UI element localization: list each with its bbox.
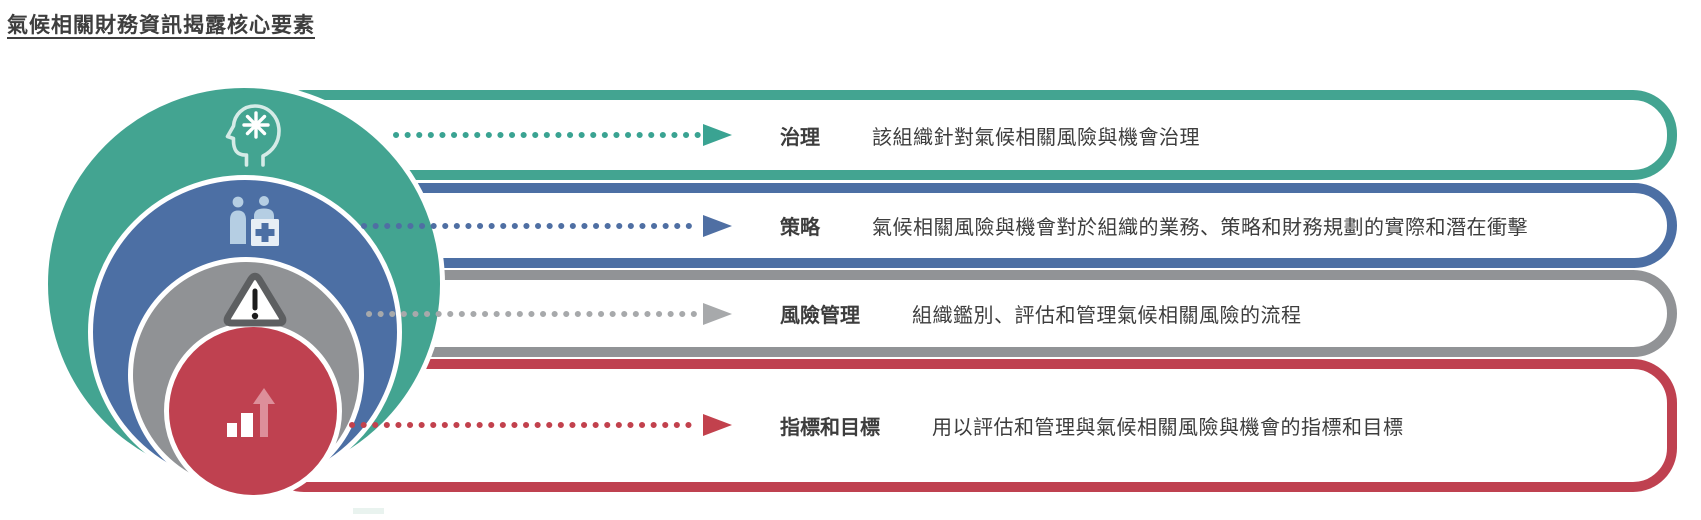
risk-management-pill: 風險管理 組織鑑別、評估和管理氣候相關風險的流程 bbox=[260, 270, 1677, 357]
strategy-label: 策略 bbox=[780, 217, 820, 239]
head-idea-icon bbox=[225, 104, 281, 167]
strategy-dotted-arrow bbox=[361, 215, 732, 237]
risk-management-description: 組織鑑別、評估和管理氣候相關風險的流程 bbox=[912, 305, 1302, 327]
people-medical-icon bbox=[230, 196, 279, 246]
cutoff-graphic-fragment bbox=[353, 508, 384, 514]
warning-triangle-icon bbox=[223, 272, 287, 327]
governance-label: 治理 bbox=[780, 126, 820, 149]
metrics-targets-pill: 指標和目標 用以評估和管理與氣候相關風險與機會的指標和目標 bbox=[260, 359, 1677, 492]
bar-chart-up-arrow-icon bbox=[227, 388, 275, 437]
strategy-pill: 策略 氣候相關風險與機會對於組織的業務、策略和財務規劃的實際和潛在衝擊 bbox=[260, 183, 1677, 268]
strategy-description: 氣候相關風險與機會對於組織的業務、策略和財務規劃的實際和潛在衝擊 bbox=[872, 217, 1528, 239]
governance-dotted-arrow bbox=[393, 124, 732, 146]
governance-description: 該組織針對氣候相關風險與機會治理 bbox=[872, 126, 1200, 149]
governance-pill: 治理 該組織針對氣候相關風險與機會治理 bbox=[260, 90, 1677, 180]
metrics-targets-label: 指標和目標 bbox=[780, 417, 880, 439]
metrics-targets-dotted-arrow bbox=[349, 414, 732, 436]
risk-management-label: 風險管理 bbox=[780, 305, 860, 327]
metrics-targets-description: 用以評估和管理與氣候相關風險與機會的指標和目標 bbox=[932, 417, 1404, 439]
risk-management-dotted-arrow bbox=[366, 303, 732, 325]
page-title: 氣候相關財務資訊揭露核心要素 bbox=[7, 14, 315, 37]
